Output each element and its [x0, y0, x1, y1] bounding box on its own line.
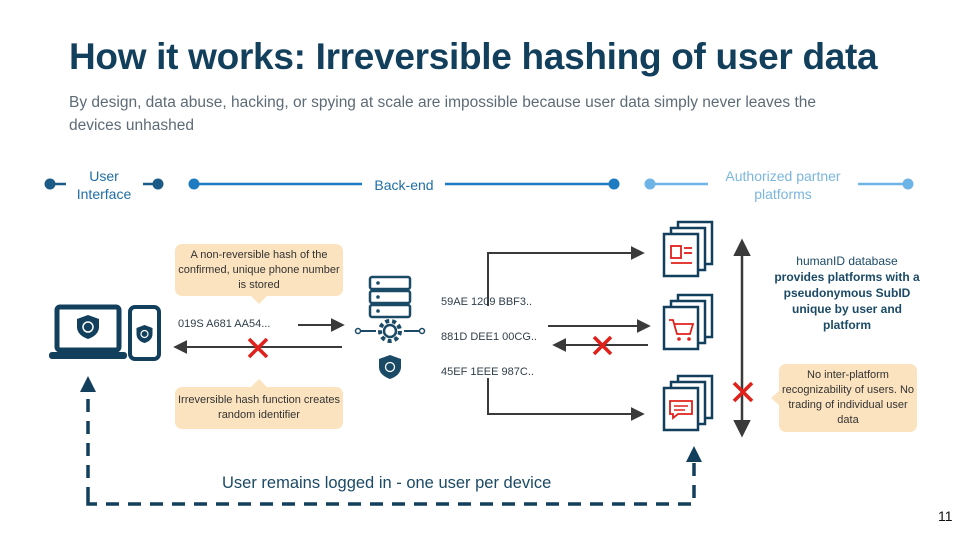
arrow-partner-3	[487, 378, 645, 421]
database-note-intro: humanID database	[796, 254, 898, 268]
callout-pointer	[251, 296, 267, 304]
stage-partners: Authorized partner platforms	[725, 168, 841, 202]
server-gear-icon	[354, 275, 426, 343]
partner-hash-label-3: 45EF 1EEE 987C..	[441, 366, 534, 378]
hash-function-callout: Irreversible hash function creates rando…	[175, 387, 343, 429]
blocked-cross-icon	[247, 337, 269, 359]
news-window-icon	[662, 220, 714, 278]
logged-in-loop-line	[86, 452, 696, 506]
shopping-cart-window-icon	[662, 293, 714, 351]
blocked-cross-icon	[732, 381, 754, 403]
callout-pointer	[251, 379, 267, 387]
stored-hash-callout: A non-reversible hash of the confirmed, …	[175, 244, 343, 296]
chat-window-icon	[662, 374, 714, 432]
laptop-icon	[49, 304, 127, 359]
blocked-cross-icon	[592, 335, 613, 356]
logged-in-caption: User remains logged in - one user per de…	[222, 474, 552, 492]
page-subtitle: By design, data abuse, hacking, or spyin…	[69, 94, 817, 134]
stage-user-interface: User Interface	[76, 168, 132, 202]
device-hash-label: 019S A681 AA54...	[178, 318, 271, 330]
database-note-bold: provides platforms with a pseudonymous S…	[774, 270, 920, 332]
stage-timeline	[44, 178, 914, 190]
callout-pointer	[771, 391, 779, 405]
database-note: humanID database provides platforms with…	[772, 253, 922, 333]
stage-backend: Back-end	[374, 177, 434, 193]
page-number: 11	[938, 508, 953, 524]
phone-icon	[128, 305, 161, 361]
loop-arrowhead-device	[80, 376, 96, 392]
partner-hash-label-1: 59AE 1209 BBF3..	[441, 296, 533, 308]
loop-arrowhead-partner	[686, 446, 702, 462]
shield-icon	[379, 355, 401, 379]
arrow-partner-1	[487, 246, 645, 306]
no-recognizability-callout: No inter-platform recognizability of use…	[779, 364, 917, 432]
partner-hash-label-2: 881D DEE1 00CG..	[441, 331, 537, 343]
page-title: How it works: Irreversible hashing of us…	[69, 36, 878, 77]
